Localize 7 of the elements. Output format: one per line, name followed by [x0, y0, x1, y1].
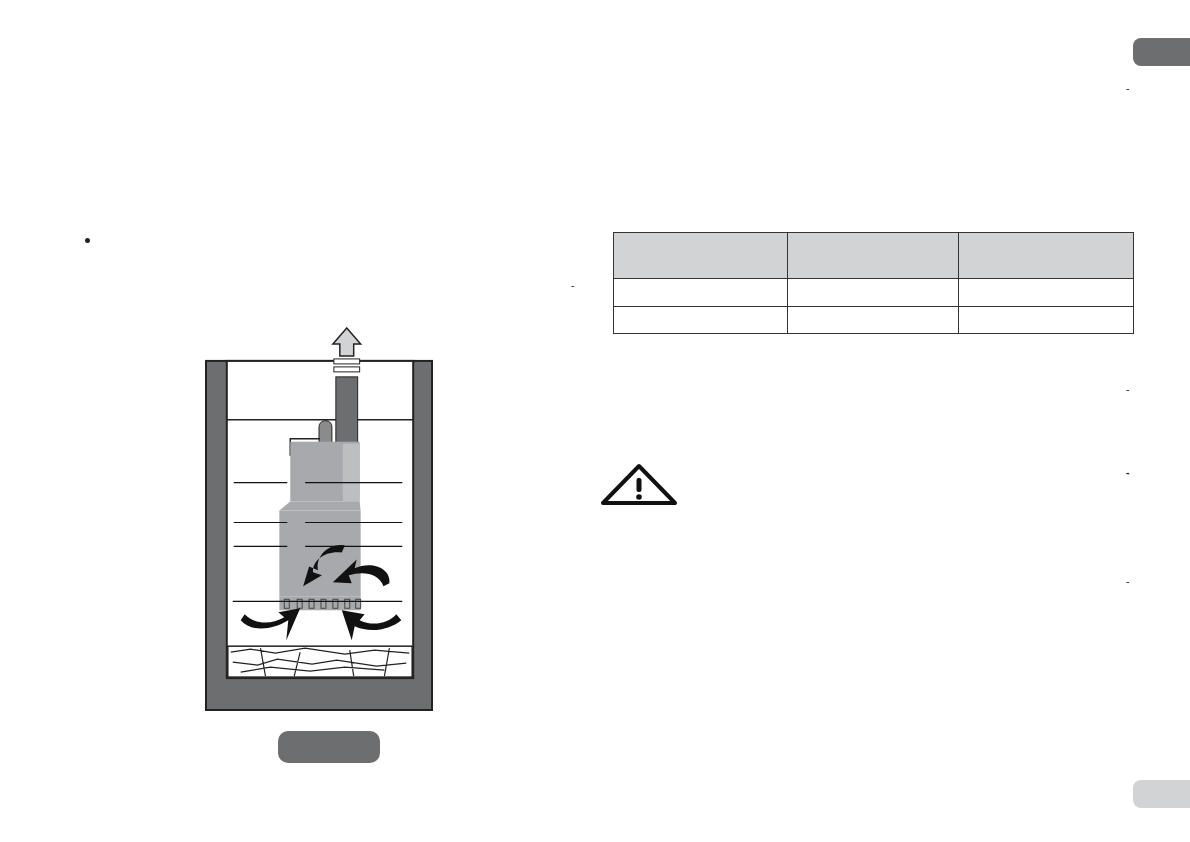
hyphen: - — [1126, 575, 1130, 587]
figure-caption-badge — [278, 731, 380, 763]
hyphen: - — [1126, 383, 1130, 395]
hyphen: - — [571, 279, 575, 291]
hyphen: - — [1126, 82, 1130, 94]
hyphen: - — [1126, 466, 1130, 478]
pump-well-drawing — [205, 327, 434, 711]
